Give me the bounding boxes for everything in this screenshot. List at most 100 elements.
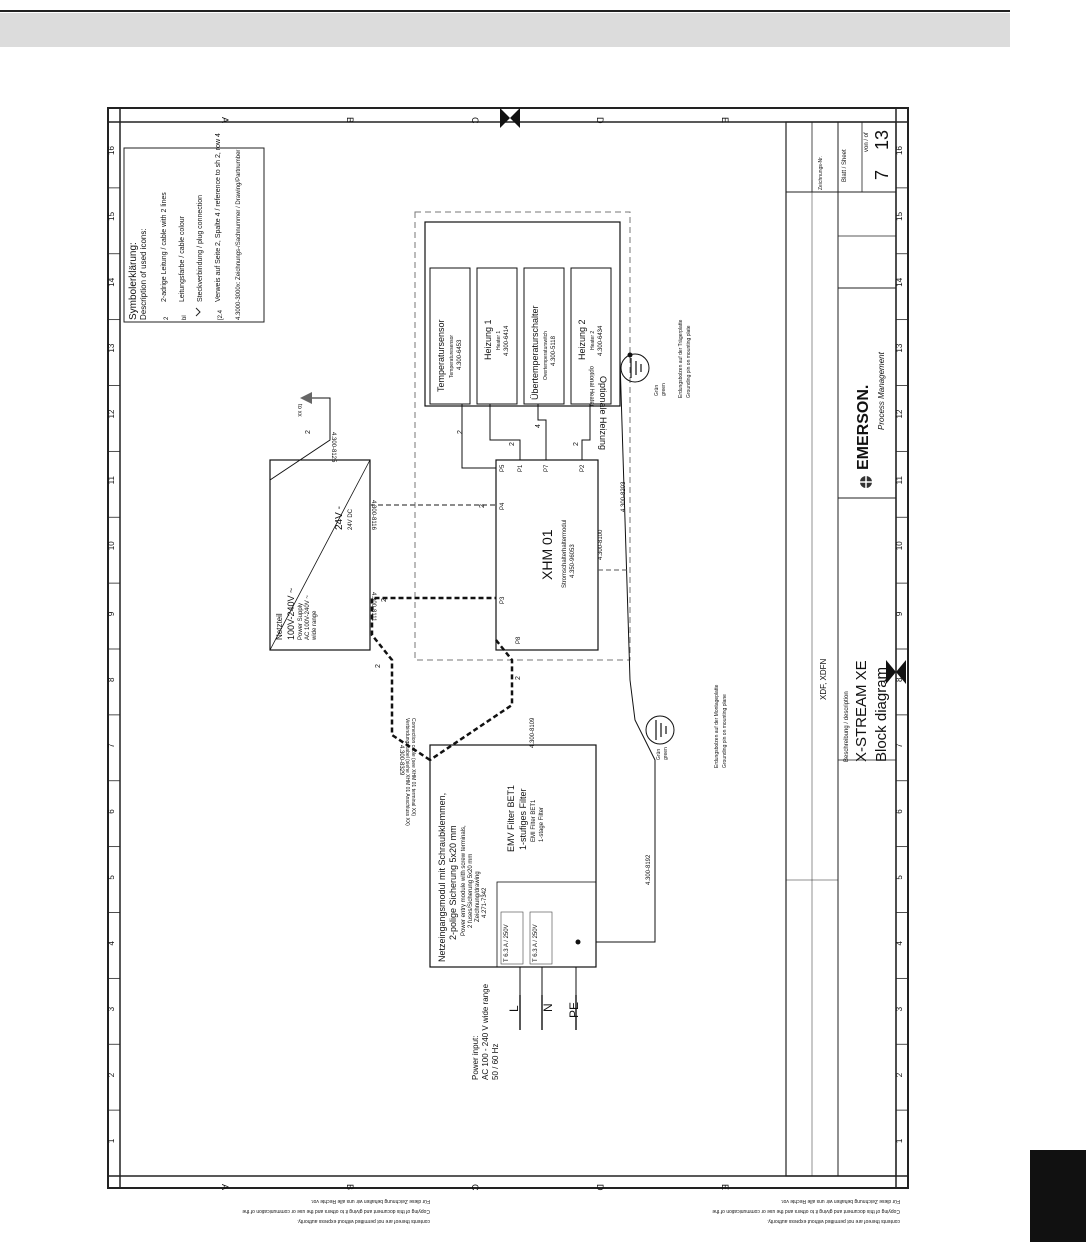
filter-label: 1-stage Filter	[539, 807, 545, 842]
heater-item-sub: Temperaturesensor	[449, 335, 455, 378]
ground-color: green	[661, 383, 667, 396]
cable-label: 4.300-8329	[398, 745, 404, 776]
heater-item-name: Temperatursensor	[436, 319, 446, 392]
cable-label: 4.300-8116	[370, 500, 376, 531]
cable-label: 4.300-8111	[370, 592, 376, 622]
column-number-left: 16	[107, 145, 116, 154]
xhm-pin: P4	[500, 502, 506, 510]
row-letter: C	[470, 117, 480, 124]
column-number-left: 2	[107, 1072, 116, 1077]
xhm-pin: P5	[500, 464, 506, 472]
row-letter: B	[345, 117, 355, 123]
filter-label: EMI Filter BET1	[531, 799, 537, 842]
entry-module-desc: Zeichnung/drawing	[475, 871, 481, 922]
column-number-left: 9	[107, 611, 116, 616]
entry-module-partno: 4.271-7342	[482, 887, 488, 918]
entry-module-desc: 2 fuses/Sicherung 5x20 mm	[468, 854, 474, 928]
cable-count: 2	[381, 598, 388, 602]
column-number-right: 8	[895, 677, 904, 682]
heater-group-subtitle: optional Heater	[588, 366, 594, 407]
row-letter: E	[720, 117, 730, 123]
heater-item-partno: 4.300-5118	[551, 335, 557, 366]
note-line: Copying of this document and giving it t…	[242, 1208, 430, 1214]
psu-input-desc: AC 100V-240V ~	[305, 595, 311, 640]
column-number-left: 3	[107, 1006, 116, 1011]
column-number-left: 13	[107, 343, 116, 352]
terminal-n: N	[541, 1003, 555, 1012]
cable-count: 2	[375, 664, 382, 668]
xhm-title: XHM 01	[539, 529, 555, 580]
psu-input-desc: Power Supply	[298, 603, 304, 640]
row-letters-bottom: A B C D E	[220, 1184, 730, 1191]
cable-label: 4.300-8100	[598, 529, 604, 560]
heater-item-name: Heizung 1	[483, 319, 493, 360]
column-number-left: 5	[107, 875, 116, 880]
xhm-pin: P1	[518, 464, 524, 472]
column-number-left: 14	[107, 277, 116, 286]
cable-label: 4.300-8192	[646, 854, 652, 885]
terminal-pe: PE	[567, 1002, 581, 1018]
cable-label: 4.300-8203	[621, 481, 627, 512]
description-label: Beschreibung / description	[844, 691, 850, 762]
center-marker	[896, 660, 906, 684]
ground-dot	[627, 352, 633, 358]
column-number-right: 7	[895, 743, 904, 748]
cable-count: 2	[509, 442, 516, 446]
terminal-l: L	[507, 1005, 521, 1012]
fuse-label: T 6.3 A / 250V	[504, 924, 510, 962]
cable-count: 2	[515, 676, 522, 680]
sheet-label: Blatt / Sheet	[842, 149, 848, 182]
cable-destination: to xx	[296, 404, 302, 417]
xhm-subtitle: Stromschalterhaltermodul	[562, 520, 568, 588]
column-number-right: 14	[895, 277, 904, 286]
legend-item: Verweis auf Seite 2, Spalte 4 / referenc…	[215, 133, 222, 302]
cable-count: 2	[305, 430, 312, 434]
wiring	[269, 359, 656, 943]
center-marker	[510, 108, 520, 128]
row-letter: D	[595, 117, 605, 124]
row-letter: A	[220, 117, 230, 123]
column-number-right: 15	[895, 211, 904, 220]
xhm-module: XHM 01 Stromschalterhaltermodul 4.350-96…	[495, 459, 599, 651]
legend-item: Leitungsfarbe / cable colour	[179, 215, 186, 302]
ground-symbol-icon	[620, 353, 650, 383]
entry-module-desc: Power entry module with screw terminals,	[461, 825, 467, 936]
ground-label: Erdungsbolzen auf der Montageplatte	[714, 684, 720, 768]
column-number-left: 8	[107, 677, 116, 682]
column-number-left: 11	[107, 475, 116, 484]
heater-item-sub: Heater 1	[496, 331, 502, 350]
note-line: contents thereof are not permitted witho…	[297, 1218, 430, 1224]
power-input-title: Power input:	[471, 1036, 480, 1080]
emerson-logo-icon	[860, 476, 872, 488]
drawing-number-label: Zeichnungs-Nr.	[818, 156, 824, 190]
legend: Symbolerklärung: Description of used ico…	[123, 133, 265, 323]
power-input-frequency: 50 / 60 Hz	[491, 1044, 500, 1080]
cable-count: 2	[457, 430, 464, 434]
ground-label: Grounding pin on mounting plate	[686, 325, 692, 398]
ground-color: green	[663, 747, 669, 760]
xhm-pin: P7	[544, 464, 550, 472]
section-tab	[1030, 1150, 1086, 1242]
column-number-right: 12	[895, 409, 904, 418]
psu-output: 24V -	[334, 506, 345, 530]
optional-heater-zone	[414, 211, 631, 661]
column-number-right: 3	[895, 1006, 904, 1011]
column-number-left: 4	[107, 940, 116, 945]
power-input: Power input: AC 100 - 240 V wide range 5…	[471, 983, 581, 1080]
legend-item: 4.3000-3000x: Zeichnungs-/Sachnummer / D…	[236, 150, 242, 320]
column-number-left: 6	[107, 809, 116, 814]
ground-color: Grün	[656, 749, 662, 760]
sheet-total: 13	[872, 130, 892, 150]
product-name: X-STREAM XE	[853, 660, 870, 762]
legend-symbol: bl	[182, 315, 188, 320]
center-marker	[500, 108, 510, 128]
row-letter: A	[220, 1184, 230, 1190]
heater-item-name: Übertemperaturschalter	[530, 305, 540, 400]
column-number-left: 12	[107, 409, 116, 418]
column-number-right: 11	[895, 475, 904, 484]
top-rule	[0, 10, 1010, 12]
psu-input-desc: wide range	[312, 610, 318, 641]
column-number-left: 10	[107, 541, 116, 550]
company-division: Process Management	[877, 351, 886, 430]
